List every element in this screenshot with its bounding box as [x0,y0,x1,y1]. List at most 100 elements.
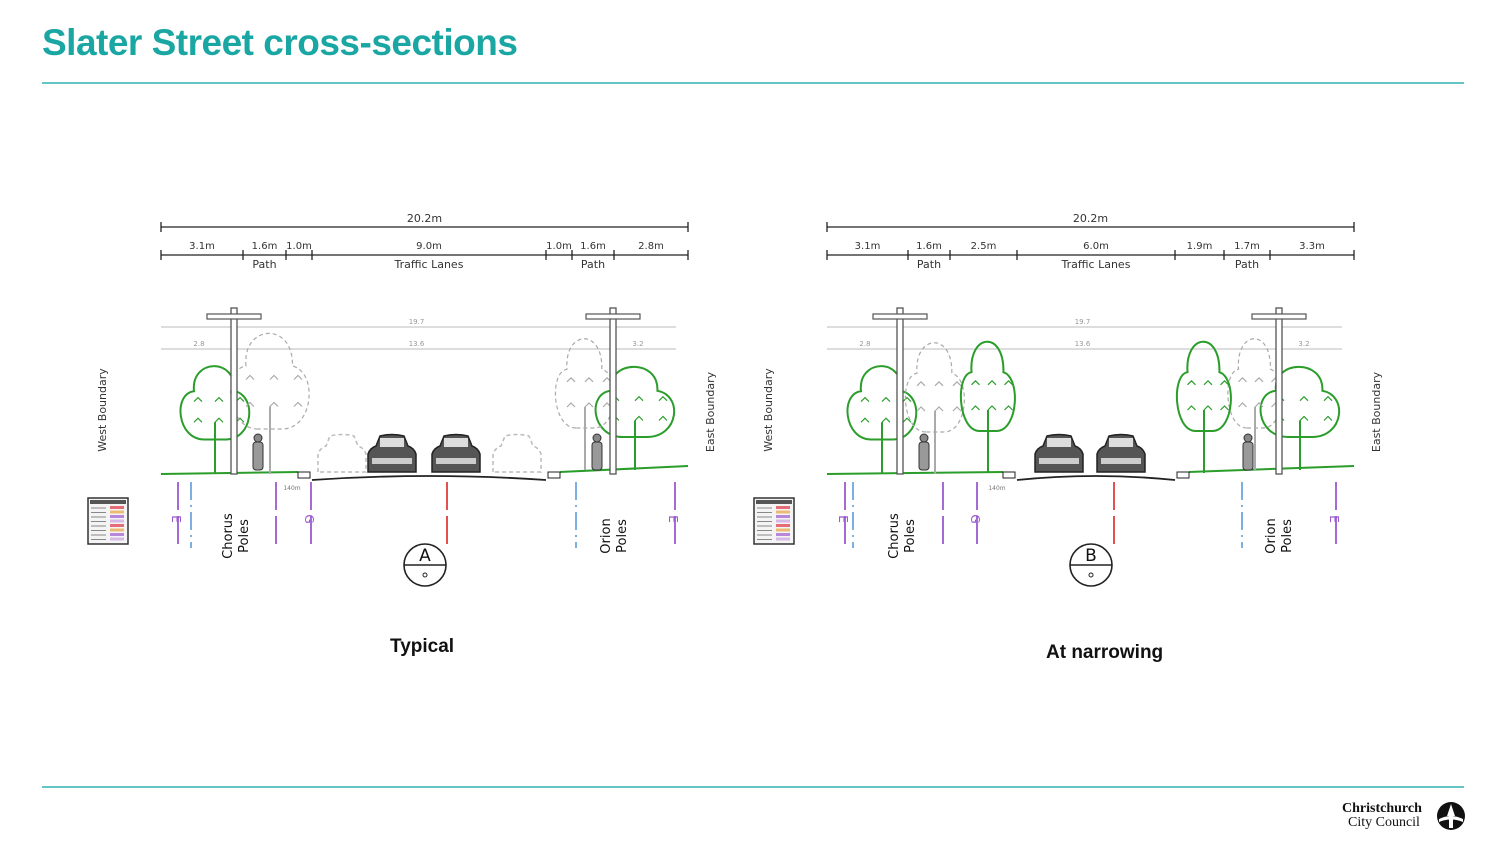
tree-leaf [881,417,891,423]
legend-swatch [110,537,124,541]
car [431,433,481,473]
road-surface [311,475,547,481]
tree-leaf [860,417,870,423]
car-window [380,438,404,447]
inner-dim-label: 3.2 [632,340,643,348]
tree-leaf [902,396,912,402]
tree-leaf [214,396,224,402]
person-head [919,433,929,443]
segment-label: 3.3m [1299,241,1325,252]
person-body [1242,441,1254,471]
tree-leaf [293,374,303,380]
legend-swatch [110,506,124,509]
bottom-divider [42,786,1464,788]
east-boundary-label: East Boundary [1370,371,1383,452]
west-boundary-label: West Boundary [762,368,775,452]
tree-leaf [293,401,303,407]
chorus-label: Chorus [221,513,236,559]
person-head [253,433,263,443]
pole-crossarm [585,313,641,320]
segment-label: 3.1m [855,241,881,252]
tree-leaf [987,379,997,386]
tree-leaf [934,406,944,412]
tree-leaf [269,401,279,407]
car-bumper [1101,458,1141,464]
kerb-note: 140m [283,485,300,492]
segment-label: 6.0m [1083,241,1109,252]
tree-leaf [658,415,668,421]
tree-leaf [1004,405,1013,411]
zone-label: Path [917,258,941,271]
tree-leaf [584,402,594,408]
zone-label: Path [581,258,605,271]
legend-swatch [110,533,124,536]
tree-canopy [230,332,310,430]
orion-label: Orion [599,518,614,553]
car-bumper [436,458,476,464]
tree-leaf [1187,405,1196,411]
pole-shaft [609,307,617,475]
section-marker: B [1069,543,1113,587]
tree [846,365,918,474]
service-tag: E [1327,515,1341,523]
tree-leaf [1254,402,1264,408]
tree-leaf [193,417,203,423]
total-width-label: 20.2m [407,212,442,225]
zone-label: Path [1235,258,1259,271]
utility-pole [585,307,641,475]
tree-canopy [1259,365,1341,438]
tree-leaf [902,417,912,423]
logo-line-1: Christchurch [1342,801,1422,816]
legend-swatch [776,506,790,509]
west-verge [160,471,299,475]
tree [230,332,310,474]
car-bumper [1039,458,1079,464]
legend-header [90,500,126,504]
tree-canopy [959,340,1016,432]
tree-leaf [634,395,644,402]
services-legend [753,497,795,545]
inner-dim-label: 2.8 [859,340,870,348]
segment-label: 1.0m [286,241,312,252]
legend-swatch [776,533,790,536]
pole-shaft [230,307,238,475]
kerb-west [297,471,311,479]
legend-swatch [110,510,124,514]
tree-leaf [1323,395,1333,402]
tree-leaf [658,395,668,402]
tree-leaf [1299,415,1309,421]
legend-swatch [110,524,124,527]
gas-service-line: G [968,482,982,548]
tree [554,338,615,470]
inner-dim-label: 19.7 [409,318,425,326]
parked-car-outline [317,433,367,473]
utility-pole [872,307,928,475]
segment-label: 1.0m [546,241,572,252]
electric-service-line: E [169,482,183,548]
tree-leaf [193,396,203,402]
service-tag: E [666,515,680,523]
segment-label: 3.1m [189,241,215,252]
pole-crossarm [872,313,928,320]
zone-label: Traffic Lanes [1061,258,1131,271]
top-divider [42,82,1464,84]
segment-label: 9.0m [416,241,442,252]
tree [904,342,965,474]
marker-letter: A [419,546,431,566]
person-head [1243,433,1253,443]
tree-leaf [1220,379,1229,386]
utility-pole [206,307,262,475]
car-window [1109,438,1133,447]
zone-label: Traffic Lanes [394,258,464,271]
tree-leaf [1004,379,1013,386]
tree-leaf [634,415,644,421]
legend-swatch [110,515,124,518]
segment-label: 1.6m [580,241,606,252]
tree-leaf [952,406,962,412]
pedestrian [252,433,264,471]
car [1096,433,1146,473]
person-body [591,441,603,471]
